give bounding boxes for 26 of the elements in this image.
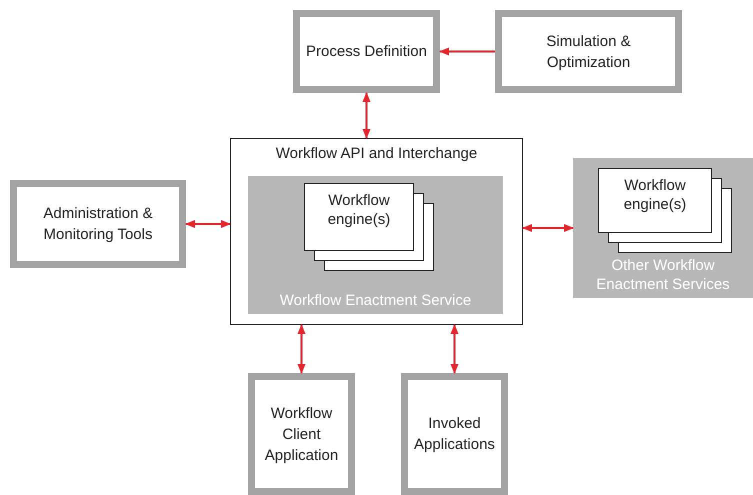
service-panel: [573, 158, 753, 298]
arrow: [298, 324, 306, 374]
arrow: [185, 220, 231, 228]
process-box: [401, 373, 508, 495]
box-label: Workflow Client Application: [264, 404, 340, 466]
box-label: Process Definition: [306, 42, 427, 62]
panel-label: Other Workflow Enactment Services: [595, 256, 731, 294]
arrow: [522, 224, 574, 232]
process-box: [495, 10, 682, 93]
panel-label: Workflow Enactment Service: [278, 291, 472, 310]
service-panel: [248, 176, 503, 314]
box-label: Invoked Applications: [413, 414, 496, 455]
process-box: [293, 10, 440, 93]
process-box: [10, 180, 186, 268]
box-heading: Workflow API and Interchange: [274, 144, 478, 164]
stacked-cards: [304, 183, 434, 271]
card-label: Workflow engine(s): [622, 176, 688, 214]
stacked-cards: [598, 168, 732, 253]
arrow: [439, 48, 495, 56]
box-label: Simulation & Optimization: [545, 32, 632, 72]
interface-box: [230, 138, 523, 325]
process-box: [248, 373, 355, 495]
card-label: Workflow engine(s): [326, 191, 392, 229]
box-label: Administration & Monitoring Tools: [42, 204, 154, 245]
arrow: [362, 92, 370, 139]
arrow: [450, 324, 458, 374]
